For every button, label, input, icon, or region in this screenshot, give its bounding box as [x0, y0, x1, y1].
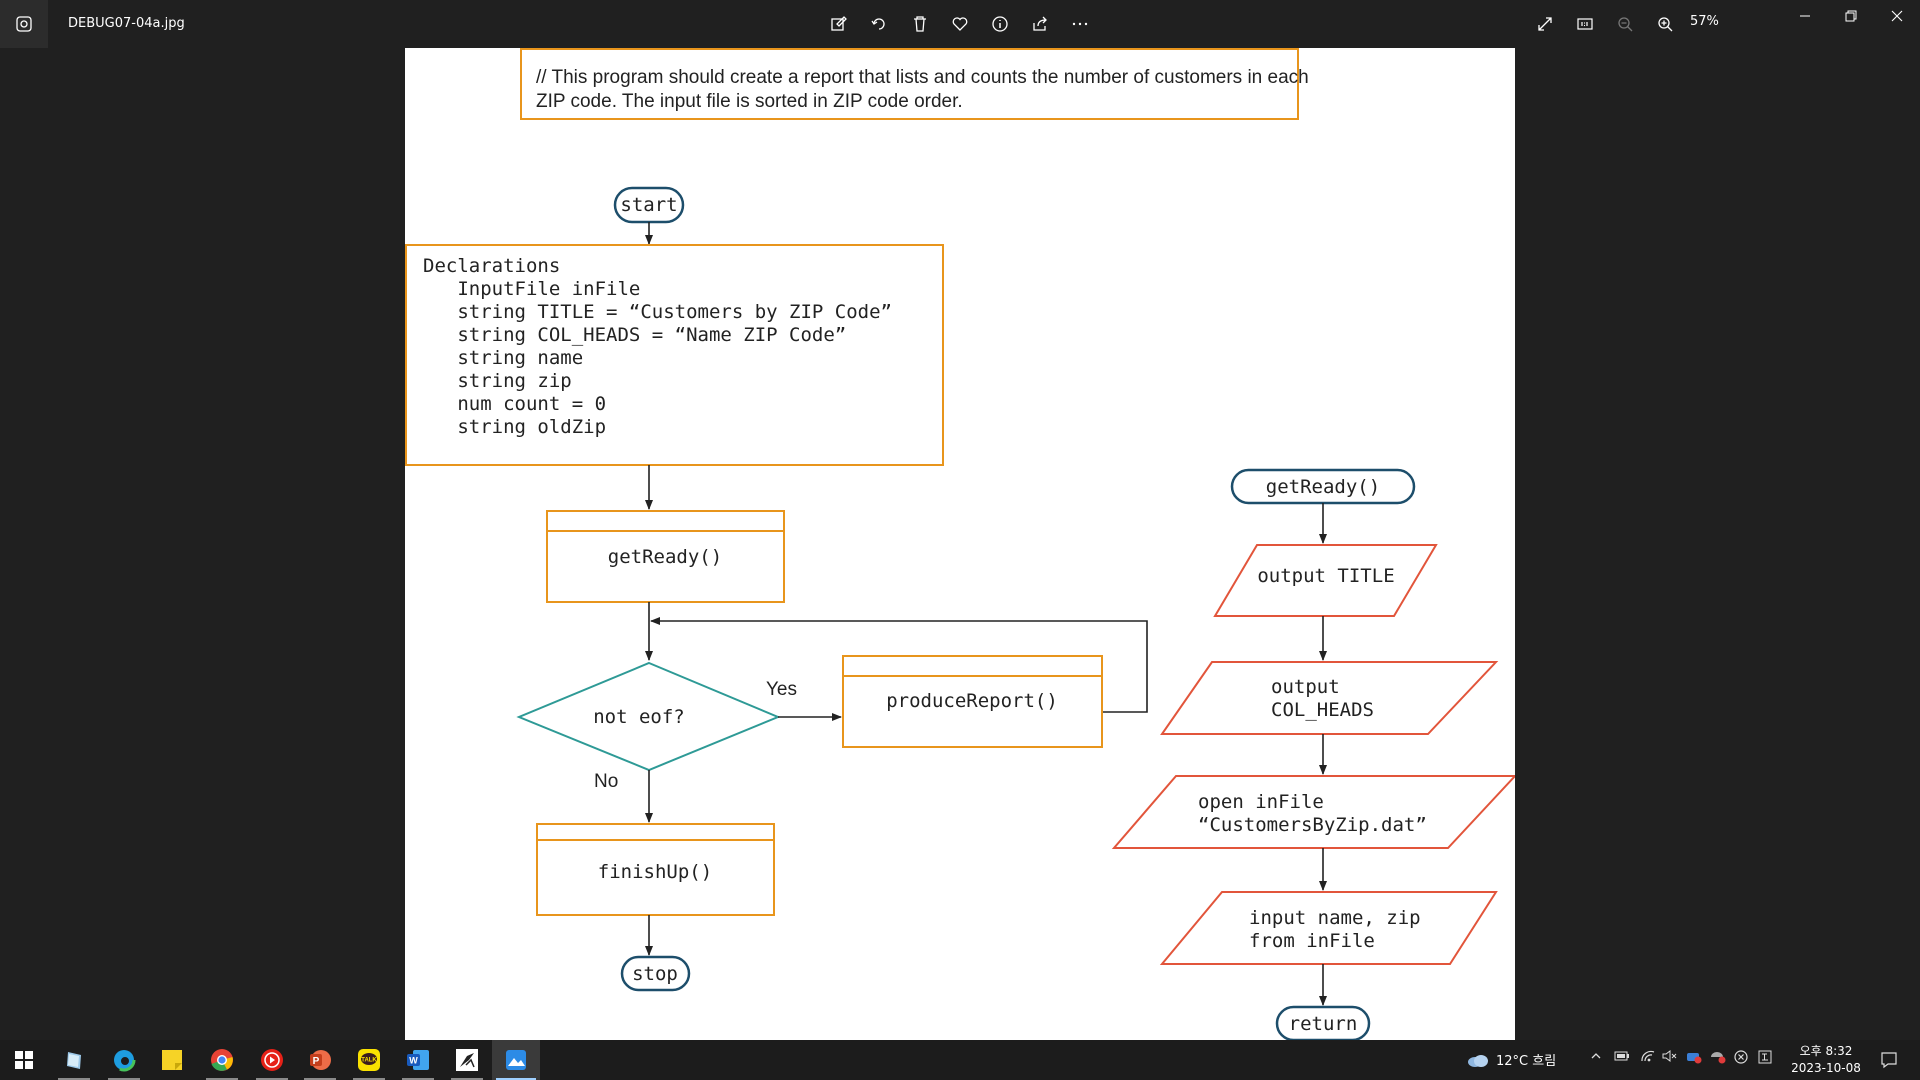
file-explorer-icon[interactable] [50, 1040, 98, 1080]
declarations-line-5: string name [423, 347, 583, 369]
producereport-call-box [842, 655, 1103, 748]
info-icon[interactable] [988, 12, 1012, 36]
open-file-line-2: “CustomersByZip.dat” [1198, 814, 1427, 836]
return-label: return [1289, 1013, 1358, 1035]
wifi-icon[interactable] [1640, 1050, 1656, 1065]
battery-icon[interactable] [1614, 1050, 1630, 1065]
open-file-io [1111, 775, 1515, 849]
open-file-line-1: open inFile [1198, 791, 1324, 813]
clock-time: 오후 8:32 [1799, 1044, 1853, 1058]
start-label: start [620, 194, 677, 216]
paint-icon[interactable] [443, 1040, 491, 1080]
powerpoint-icon[interactable]: P [296, 1040, 344, 1080]
output-title-label: output TITLE [1257, 565, 1394, 587]
edge-icon[interactable] [100, 1040, 148, 1080]
declarations-line-6: string zip [423, 370, 572, 392]
share-icon[interactable] [1028, 12, 1052, 36]
comment-line-1: // This program should create a report t… [536, 67, 1309, 88]
declarations-line-8: string oldZip [423, 416, 606, 438]
youtube-icon[interactable] [248, 1040, 296, 1080]
flowchart: // This program should create a report t… [405, 48, 1515, 1040]
cloud-icon [1468, 1054, 1488, 1067]
input-record-line-2: from inFile [1249, 930, 1375, 952]
weather-widget[interactable]: 12°C 흐림 [1466, 1050, 1556, 1069]
more-icon[interactable] [1068, 12, 1092, 36]
output-colheads-io [1160, 661, 1499, 735]
comment-box [520, 48, 1299, 120]
finishup-call-label: finishUp() [598, 861, 712, 883]
image-canvas: // This program should create a report t… [405, 48, 1515, 1040]
volume-muted-icon[interactable] [1662, 1050, 1678, 1065]
getready-call-label: getReady() [608, 546, 722, 568]
loop-back-arrow [650, 617, 1148, 713]
clock-date: 2023-10-08 [1791, 1061, 1861, 1075]
photos-icon[interactable] [492, 1040, 540, 1080]
start-icon[interactable] [0, 1040, 48, 1080]
favorite-icon[interactable] [948, 12, 972, 36]
vpn-icon[interactable] [1686, 1050, 1702, 1067]
weather-text: 12°C 흐림 [1496, 1054, 1557, 1069]
svg-text:W: W [409, 1056, 418, 1066]
restore-icon[interactable] [1828, 0, 1874, 32]
declarations-line-1: Declarations [423, 255, 560, 277]
close-icon[interactable] [1874, 0, 1920, 32]
update-icon[interactable] [1734, 1050, 1748, 1067]
taskbar: P TALK W 12°C 흐림 [0, 1040, 1920, 1080]
zoom-level[interactable]: 57% [1690, 14, 1719, 29]
ime-icon[interactable] [1758, 1050, 1772, 1067]
producereport-call-label: produceReport() [886, 690, 1058, 712]
zoom-in-icon[interactable] [1653, 12, 1677, 36]
declarations-line-3: string TITLE = “Customers by ZIP Code” [423, 301, 892, 323]
stop-terminal [620, 955, 691, 992]
word-icon[interactable]: W [394, 1040, 442, 1080]
security-icon[interactable] [1710, 1050, 1726, 1067]
minimize-icon[interactable] [1782, 0, 1828, 32]
chrome-icon[interactable] [198, 1040, 246, 1080]
fullscreen-icon[interactable] [1533, 12, 1557, 36]
zoom-out-icon[interactable] [1613, 12, 1637, 36]
stop-label: stop [632, 963, 678, 985]
input-record-io [1159, 891, 1498, 965]
actual-size-icon[interactable] [1573, 12, 1597, 36]
declarations-line-7: num count = 0 [423, 393, 606, 415]
edit-image-icon[interactable] [827, 12, 851, 36]
output-title-io [1213, 544, 1438, 617]
notifications-icon[interactable] [1880, 1051, 1898, 1072]
photos-app-icon[interactable] [0, 0, 48, 48]
svg-text:P: P [313, 1056, 320, 1067]
title-bar: DEBUG07-04a.jpg 57% [0, 0, 1920, 48]
file-name: DEBUG07-04a.jpg [68, 16, 185, 31]
output-colheads-line-1: output [1271, 676, 1340, 698]
rotate-icon[interactable] [867, 12, 891, 36]
getready-call-box [546, 510, 785, 603]
svg-text:TALK: TALK [361, 1058, 377, 1064]
getready-module-label: getReady() [1266, 476, 1380, 498]
input-record-line-1: input name, zip [1249, 907, 1421, 929]
comment-line-2: ZIP code. The input file is sorted in ZI… [536, 91, 963, 112]
show-hidden-icons-icon[interactable] [1590, 1050, 1602, 1065]
decision-label: not eof? [593, 706, 685, 728]
delete-icon[interactable] [908, 12, 932, 36]
return-terminal [1275, 1005, 1371, 1040]
yes-label: Yes [766, 679, 797, 700]
declarations-box [405, 244, 944, 466]
sticky-notes-icon[interactable] [148, 1040, 196, 1080]
clock[interactable]: 오후 8:32 2023-10-08 [1788, 1043, 1864, 1077]
declarations-line-2: InputFile inFile [423, 278, 640, 300]
declarations-line-4: string COL_HEADS = “Name ZIP Code” [423, 324, 846, 346]
kakaotalk-icon[interactable]: TALK [345, 1040, 393, 1080]
output-colheads-line-2: COL_HEADS [1271, 699, 1374, 721]
no-label: No [594, 771, 618, 792]
